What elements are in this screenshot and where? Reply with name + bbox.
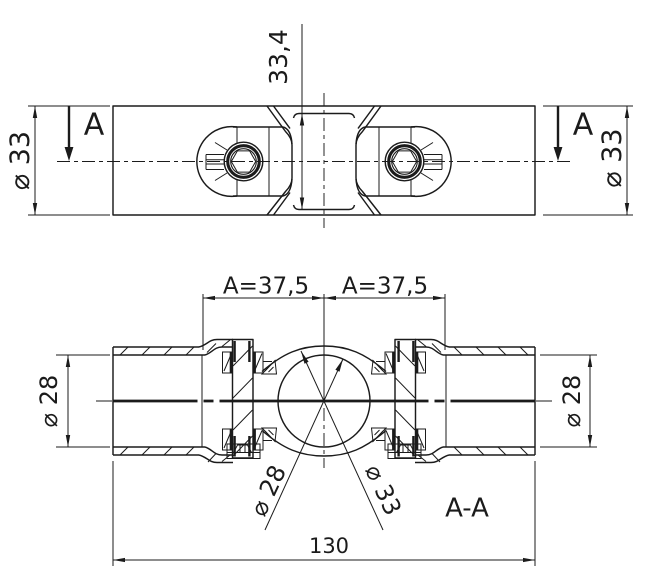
dim-dia33-right	[543, 105, 633, 216]
dim-length-lines	[112, 461, 536, 566]
dia-label-left: ⌀ 33	[5, 131, 36, 190]
top-view: 33,4 ⌀ 33 ⌀ 33 A A	[5, 24, 633, 228]
section-name-label: A-A	[445, 494, 489, 524]
section-label-right: A	[573, 108, 594, 143]
dim-dia33-left	[28, 105, 110, 216]
length-label: 130	[309, 534, 349, 558]
section-label-left: A	[84, 108, 105, 143]
dim-bore-right	[540, 354, 597, 448]
offset-label-right: A=37,5	[342, 274, 428, 300]
sphere-dia-label: ⌀ 33	[359, 460, 407, 520]
dia-label-right: ⌀ 33	[597, 128, 628, 187]
dim-ball-line	[264, 358, 344, 531]
bore-label-left: ⌀ 28	[35, 375, 63, 428]
ball-dia-label: ⌀ 28	[244, 461, 292, 521]
bore-label-right: ⌀ 28	[558, 375, 586, 428]
section-half	[96, 338, 325, 464]
dim-label-33-4: 33,4	[264, 29, 293, 85]
hex-socket	[230, 150, 257, 173]
section-half-mirror	[322, 338, 554, 464]
dim-bore-left	[56, 354, 110, 448]
clamp-nut	[226, 443, 261, 459]
dim-sphere-line	[300, 350, 384, 531]
offset-label-left: A=37,5	[223, 274, 309, 300]
section-view: A=37,5 A=37,5 ⌀ 28 ⌀ 28 ⌀ 28 ⌀ 33 130 A-…	[35, 274, 597, 566]
dim-offset-lines	[202, 294, 446, 400]
